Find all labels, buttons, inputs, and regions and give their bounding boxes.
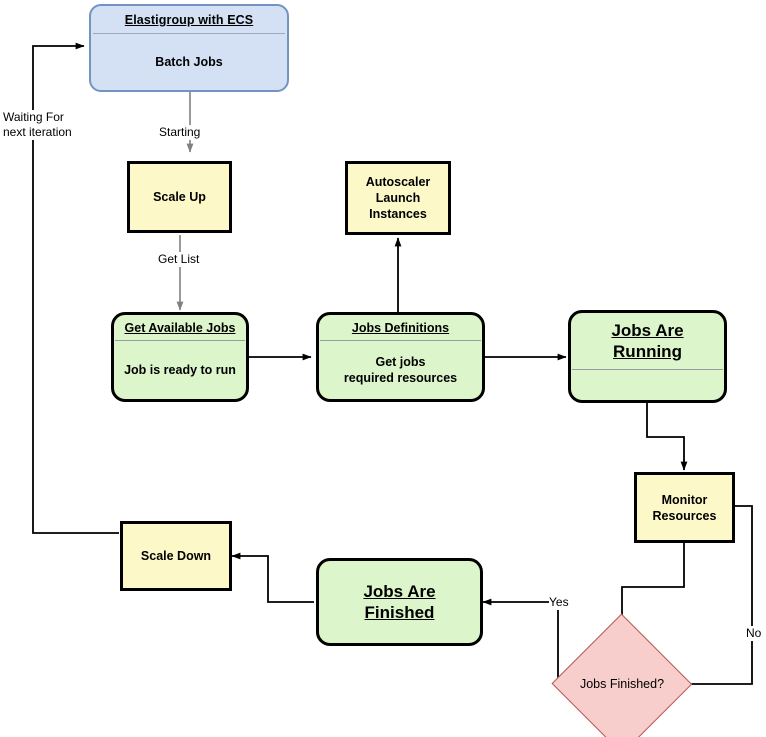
scale-up-label: Scale Up: [153, 190, 206, 204]
autoscaler-line-2: Launch: [375, 191, 421, 205]
get-available-jobs-title: Get Available Jobs: [124, 321, 236, 335]
jobs-are-running-title: Jobs Are Running: [571, 313, 724, 369]
jobs-are-running-line-2: Running: [613, 341, 682, 361]
monitor-resources-line-1: Monitor: [661, 492, 708, 507]
edge-label-get-list: Get List: [158, 252, 200, 267]
node-scale-up[interactable]: Scale Up: [127, 161, 232, 233]
jobs-definitions-title: Jobs Definitions: [351, 321, 450, 335]
jobs-definitions-body: Get jobs required resources: [319, 341, 482, 399]
jobs-are-running-line-1: Jobs Are: [611, 321, 684, 340]
autoscaler-line-1: Autoscaler: [365, 175, 431, 189]
edge-label-waiting-for-next-iteration: Waiting For next iteration: [3, 110, 72, 140]
node-jobs-definitions[interactable]: Jobs Definitions Get jobs required resou…: [316, 312, 485, 402]
get-available-jobs-body: Job is ready to run: [124, 362, 236, 377]
get-available-jobs-divider: [115, 340, 245, 341]
autoscaler-line-3: Instances: [369, 207, 427, 221]
node-scale-down[interactable]: Scale Down: [120, 521, 232, 591]
edge-jobs-are-finished-to-scale-down: [231, 552, 314, 603]
node-monitor-resources[interactable]: Monitor Resources: [634, 472, 735, 543]
node-elastigroup-with-ecs[interactable]: Elastigroup with ECS Batch Jobs: [89, 4, 289, 92]
jobs-are-finished-title: Jobs Are Finished: [355, 581, 443, 624]
jobs-are-running-divider: [572, 369, 723, 371]
node-jobs-are-finished[interactable]: Jobs Are Finished: [316, 558, 483, 646]
edge-label-no: No: [746, 626, 762, 641]
node-jobs-finished-decision[interactable]: Jobs Finished?: [551, 613, 693, 737]
monitor-resources-line-2: Resources: [652, 508, 717, 523]
decision-label: Jobs Finished?: [579, 677, 665, 691]
waiting-label-line-1: Waiting For: [3, 110, 64, 124]
waiting-label-line-2: next iteration: [3, 125, 72, 139]
edge-label-yes: Yes: [549, 595, 569, 610]
jobs-definitions-body-line-2: required resources: [343, 371, 458, 385]
edge-decision-yes-to-jobs-are-finished: [482, 598, 559, 684]
node-autoscaler-launch-instances[interactable]: Autoscaler Launch Instances: [345, 161, 451, 235]
elastigroup-divider: [93, 33, 285, 34]
decision-diamond-shape: [551, 613, 693, 737]
jobs-are-finished-line-2: Finished: [364, 603, 435, 622]
elastigroup-title: Elastigroup with ECS: [124, 13, 254, 27]
jobs-are-running-body: [571, 370, 724, 400]
jobs-definitions-body-line-1: Get jobs: [375, 354, 426, 369]
edge-jobs-are-running-to-monitor-resources: [646, 403, 688, 471]
node-jobs-are-running[interactable]: Jobs Are Running: [568, 310, 727, 403]
elastigroup-body: Batch Jobs: [155, 55, 223, 69]
node-get-available-jobs[interactable]: Get Available Jobs Job is ready to run: [111, 312, 249, 402]
jobs-definitions-divider: [320, 340, 481, 341]
scale-down-label: Scale Down: [140, 549, 212, 563]
edge-label-starting: Starting: [159, 125, 201, 140]
jobs-are-finished-line-1: Jobs Are: [363, 581, 436, 601]
